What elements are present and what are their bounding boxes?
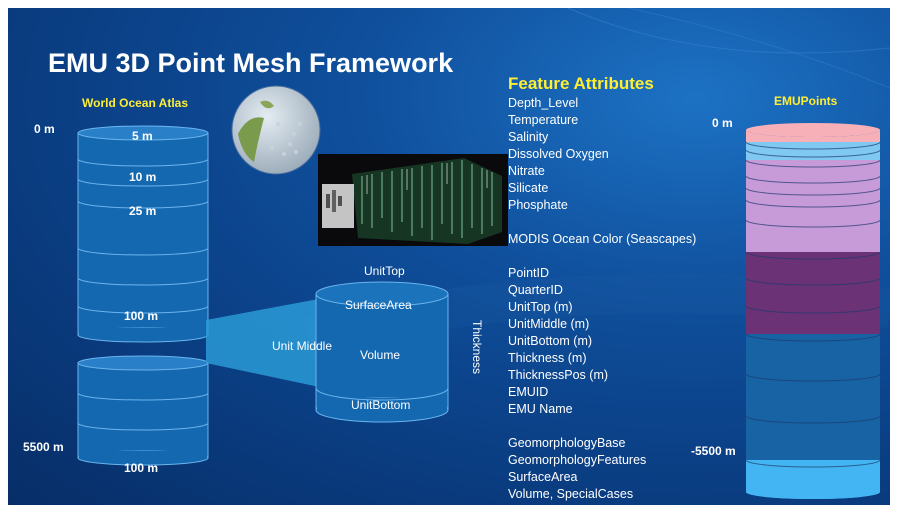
attribute-item: Nitrate [508, 164, 545, 178]
emu-layer-divider [745, 141, 881, 150]
emu-layer-divider [745, 199, 881, 208]
woa-depth-0-label: 0 m [34, 122, 55, 136]
woa-lower-cylinder-body [77, 362, 209, 459]
woa-layer-label: 5 m [132, 129, 153, 143]
emu-layer-divider [745, 219, 881, 228]
point-mesh-3d-image [318, 154, 508, 246]
unit-cylinder-top [315, 281, 449, 307]
attribute-item: Dissolved Oxygen [508, 147, 609, 161]
emu-layer-divider [745, 373, 881, 382]
attribute-item: ThicknessPos (m) [508, 368, 609, 382]
attribute-item: Temperature [508, 113, 579, 127]
unit-cylinder-body [315, 293, 449, 411]
volume-label: Volume [360, 348, 401, 362]
emu-layer-divider [745, 149, 881, 158]
emu-band-lavender [746, 160, 880, 252]
emu-column-bottom [746, 485, 880, 499]
slide: EMU 3D Point Mesh Framework World Ocean … [8, 8, 890, 505]
emu-points-heading: EMUPoints [774, 94, 838, 108]
emu-layer-divider [745, 333, 881, 342]
woa-upper-cylinder-body [77, 132, 209, 336]
attribute-item: Silicate [508, 181, 549, 195]
emu-band-light-blue [746, 142, 880, 160]
feature-attributes-heading: Feature Attributes [508, 74, 654, 93]
attribute-item: EMUID [508, 385, 549, 399]
attribute-item: UnitMiddle (m) [508, 317, 590, 331]
woa-cylinder-stack [77, 125, 209, 466]
attribute-item: QuarterID [508, 283, 563, 297]
unit-middle-label: Unit Middle [272, 339, 333, 353]
slide-title: EMU 3D Point Mesh Framework [48, 48, 454, 78]
emu-depth-5500-label: -5500 m [691, 444, 736, 458]
attribute-item: UnitTop (m) [508, 300, 573, 314]
attribute-item: EMU Name [508, 402, 573, 416]
woa-heading: World Ocean Atlas [82, 96, 189, 110]
attribute-item: SurfaceArea [508, 470, 578, 484]
emu-layer-divider [745, 415, 881, 424]
unit-top-label: UnitTop [364, 264, 405, 278]
emu-layer-divider [745, 159, 881, 168]
emu-points-column [745, 123, 881, 499]
emu-band-purple [746, 252, 880, 334]
emu-layer-divider [745, 305, 881, 314]
woa-layer-label: 100 m [124, 309, 159, 323]
attribute-item: MODIS Ocean Color (Seascapes) [508, 232, 697, 246]
emu-layer-divider [745, 459, 881, 468]
unit-bottom-label: UnitBottom [351, 398, 411, 412]
attribute-item: Volume, SpecialCases [508, 487, 634, 501]
woa-bottom-layer-label: 100 m [124, 461, 159, 475]
attribute-item: Thickness (m) [508, 351, 587, 365]
emu-band-dark-blue [746, 334, 880, 460]
emu-column-top [746, 123, 880, 137]
emu-layer-divider [745, 277, 881, 286]
attribute-item: GeomorphologyBase [508, 436, 626, 450]
attribute-item: GeomorphologyFeatures [508, 453, 647, 467]
attribute-item: Phosphate [508, 198, 568, 212]
attribute-item: Salinity [508, 130, 549, 144]
woa-layer-label: 25 m [129, 204, 157, 218]
unit-cylinder-diagram [206, 281, 449, 423]
woa-layer-label: 10 m [129, 170, 157, 184]
thickness-label: Thickness [470, 320, 484, 375]
globe-image [231, 85, 321, 175]
zoom-wedge [206, 298, 324, 388]
attribute-item: Depth_Level [508, 96, 579, 110]
attribute-item: PointID [508, 266, 549, 280]
woa-depth-5500-label: 5500 m [23, 440, 64, 454]
emu-layer-divider [745, 175, 881, 184]
woa-lower-cylinder-top [77, 355, 209, 371]
emu-depth-0-label: 0 m [712, 116, 733, 130]
emu-layer-divider [745, 251, 881, 260]
feature-attributes-list: Depth_Level Temperature Salinity Dissolv… [508, 95, 696, 503]
woa-upper-cylinder-top [77, 125, 209, 141]
emu-layer-divider [745, 187, 881, 196]
attribute-item: UnitBottom (m) [508, 334, 593, 348]
surface-area-label: SurfaceArea [345, 298, 412, 312]
